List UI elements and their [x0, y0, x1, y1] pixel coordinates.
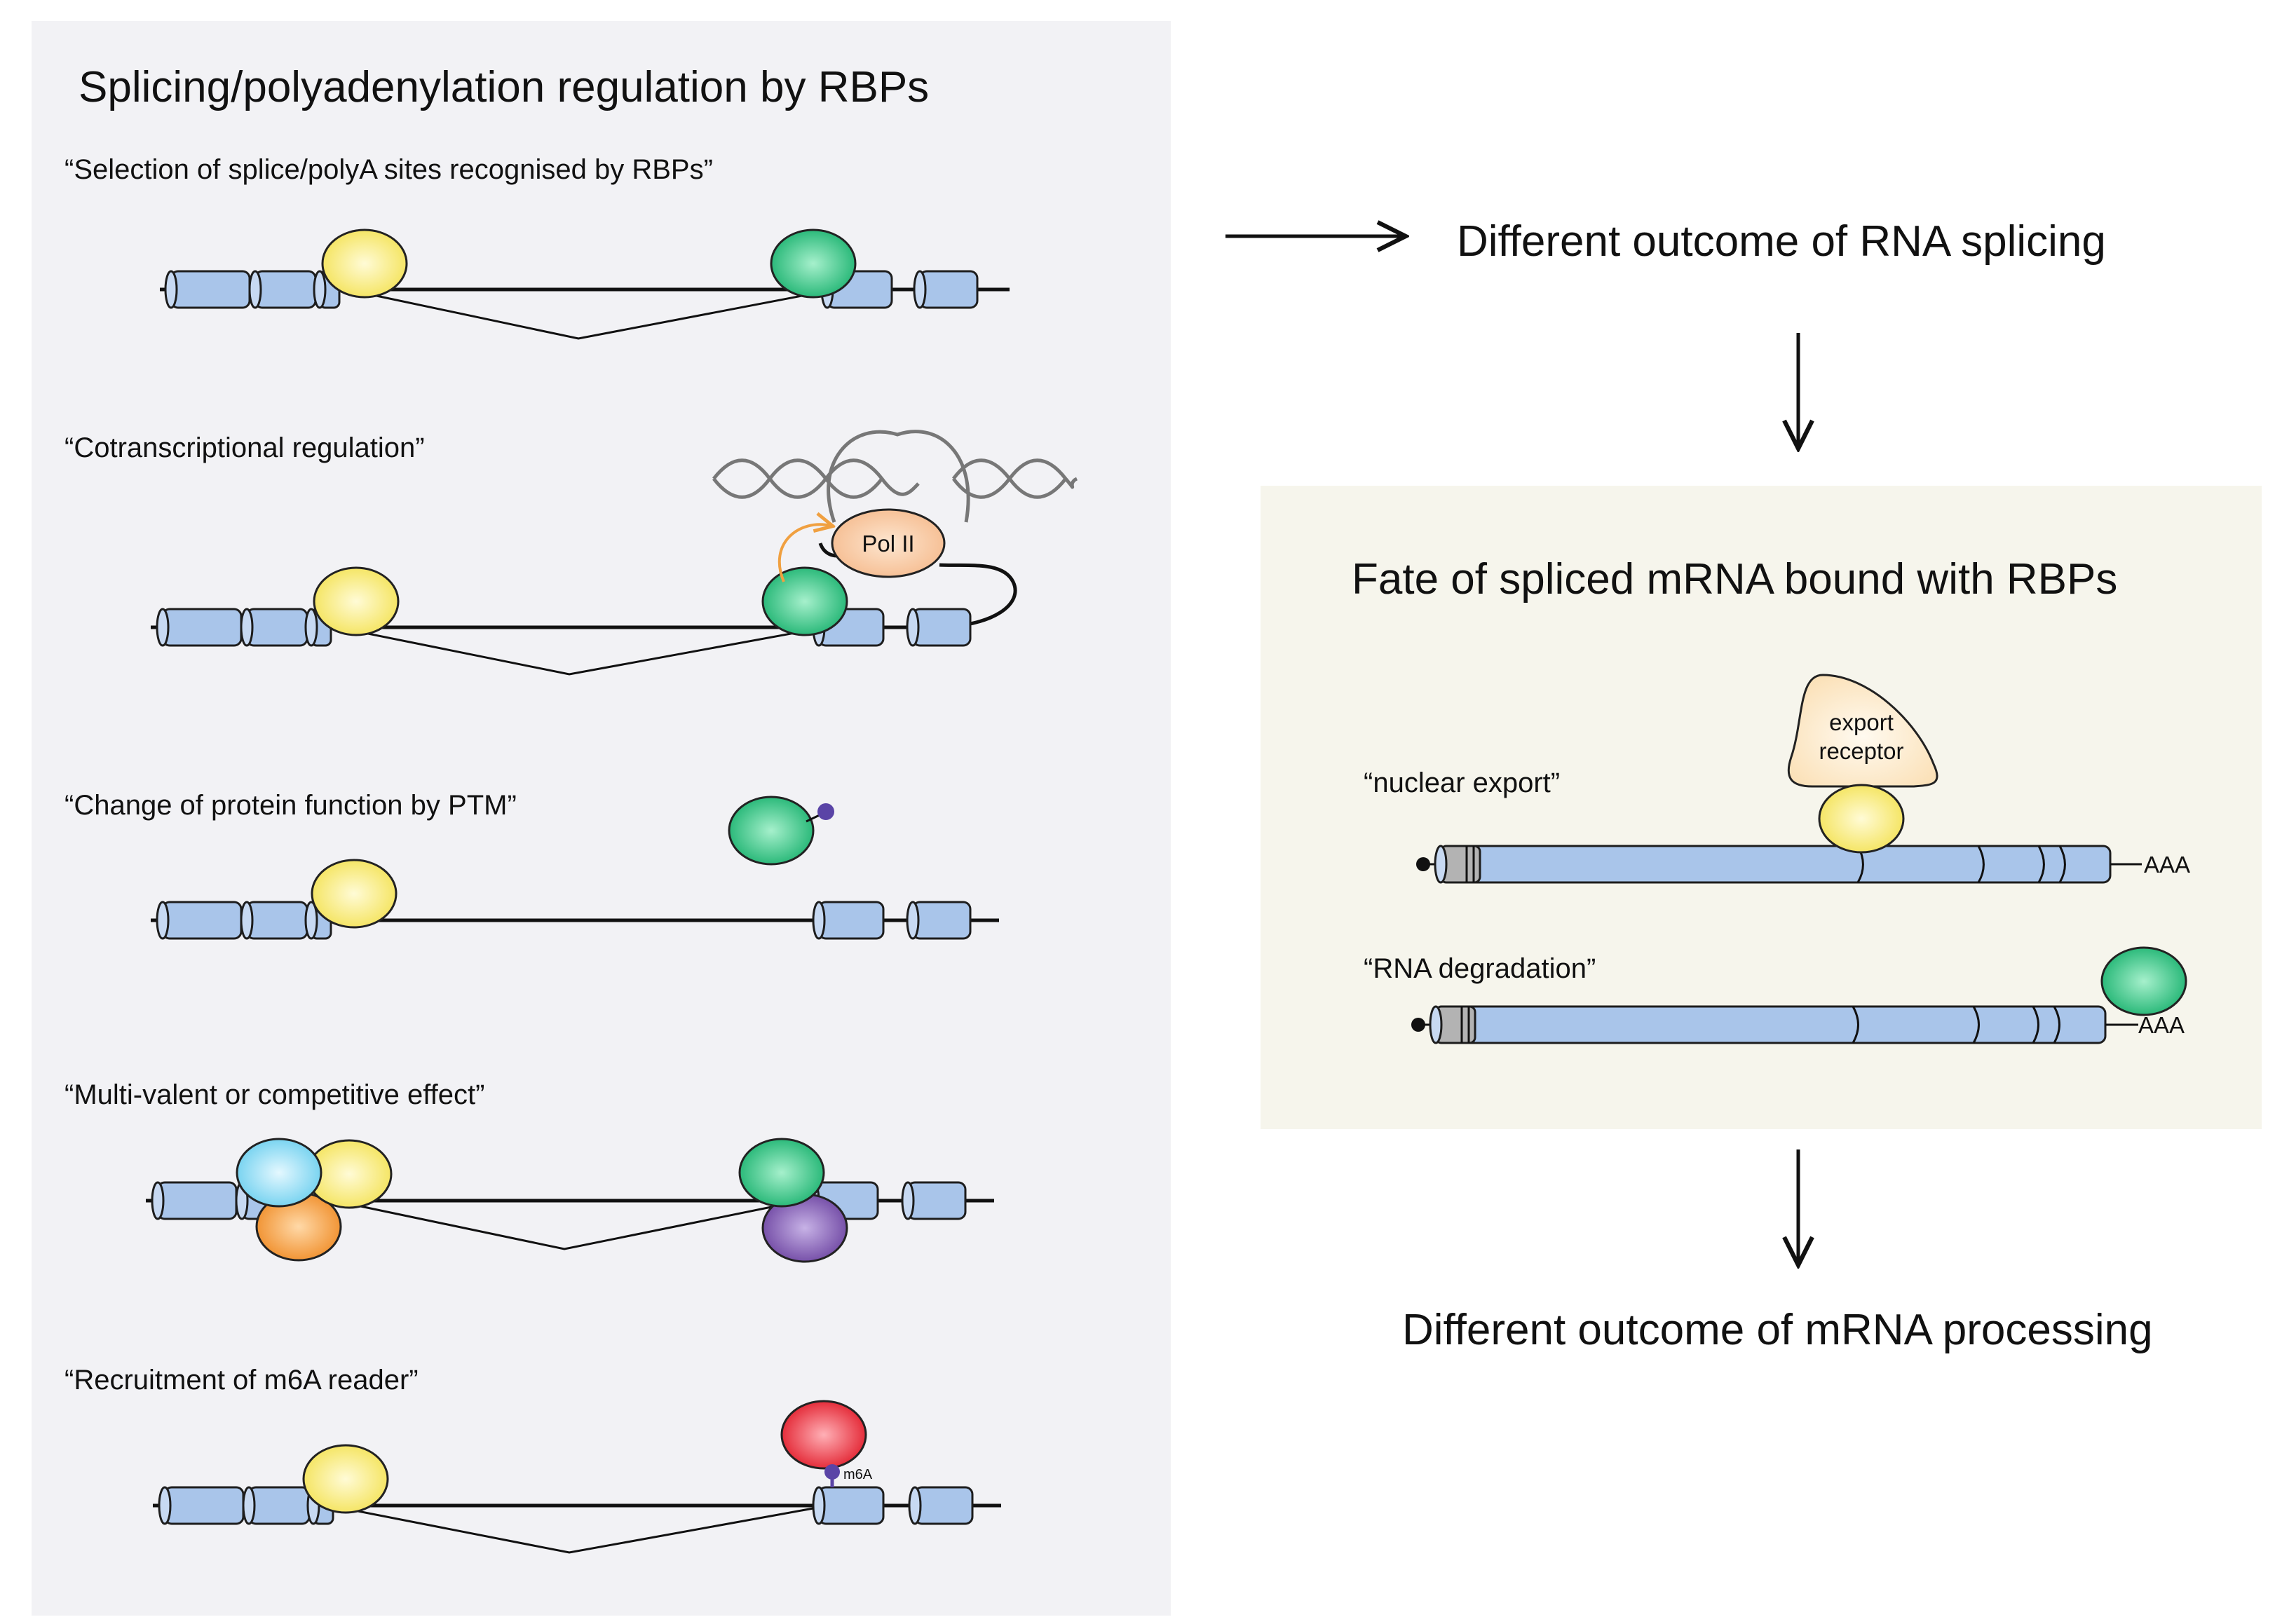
splice-junction-line [343, 1507, 814, 1554]
rbp-green-modified [728, 796, 815, 866]
export-receptor-label-line1: export [1829, 709, 1894, 735]
splice-junction-line [353, 629, 807, 676]
section-cotranscriptional: “Cotranscriptional regulation” [64, 430, 1078, 676]
polya-label-export: AAA [2144, 852, 2190, 878]
dna-helix [712, 430, 1078, 523]
rbp-yellow [321, 228, 408, 299]
nascent-rna-loop [932, 563, 1017, 629]
rbp-yellow [302, 1444, 389, 1514]
rbp-red-m6a-reader [780, 1400, 867, 1470]
mrna-degradation-transcript [1411, 1005, 2138, 1044]
section-caption: “Cotranscriptional regulation” [64, 432, 425, 463]
section-caption: “Change of protein function by PTM” [64, 790, 517, 821]
section-ptm: “Change of protein function by PTM” [64, 790, 999, 940]
rbp-cyan [236, 1138, 322, 1208]
exon-group [164, 270, 979, 309]
exon-group [156, 901, 972, 940]
exon-group [158, 1486, 974, 1525]
recruitment-arrow [777, 524, 831, 582]
cap-5prime [1416, 857, 1430, 871]
rbp-yellow-export [1818, 784, 1905, 854]
fate-panel-title: Fate of spliced mRNA bound with RBPs [1352, 555, 2117, 603]
pol-ii-label: Pol II [862, 531, 914, 557]
section-m6a-reader: “Recruitment of m6A reader” m6A [64, 1365, 1001, 1554]
rbp-yellow [311, 859, 398, 929]
export-caption: “nuclear export” [1364, 767, 1560, 798]
outcome-processing-text: Different outcome of mRNA processing [1402, 1306, 2153, 1354]
rbp-green [770, 228, 857, 299]
outcome-splicing-text: Different outcome of RNA splicing [1457, 217, 2106, 266]
rbp-yellow [313, 566, 400, 636]
m6a-label: m6A [843, 1467, 873, 1482]
phosphorylation-mark [817, 803, 834, 820]
degradation-caption: “RNA degradation” [1364, 953, 1596, 984]
splice-junction-line [362, 292, 817, 340]
rbp-green [761, 566, 848, 636]
pol-ii-complex [831, 508, 946, 578]
splice-junction-line [350, 1203, 786, 1250]
cap-5prime [1411, 1018, 1425, 1032]
export-receptor [1787, 674, 1938, 788]
rbp-green-degradation [2100, 946, 2187, 1016]
section-caption: “Recruitment of m6A reader” [64, 1365, 419, 1396]
m6a-mark [824, 1464, 840, 1480]
section-caption: “Multi-valent or competitive effect” [64, 1079, 484, 1110]
section-multivalent: “Multi-valent or competitive effect” [64, 1079, 994, 1263]
rbp-green [738, 1138, 825, 1208]
mrna-export-transcript [1416, 845, 2142, 884]
section-splice-site-selection: “Selection of splice/polyA sites recogni… [64, 154, 1010, 340]
section-caption: “Selection of splice/polyA sites recogni… [64, 154, 713, 185]
export-receptor-label-line2: receptor [1819, 738, 1903, 764]
left-panel-title: Splicing/polyadenylation regulation by R… [79, 63, 929, 111]
polya-label-degradation: AAA [2138, 1012, 2185, 1038]
